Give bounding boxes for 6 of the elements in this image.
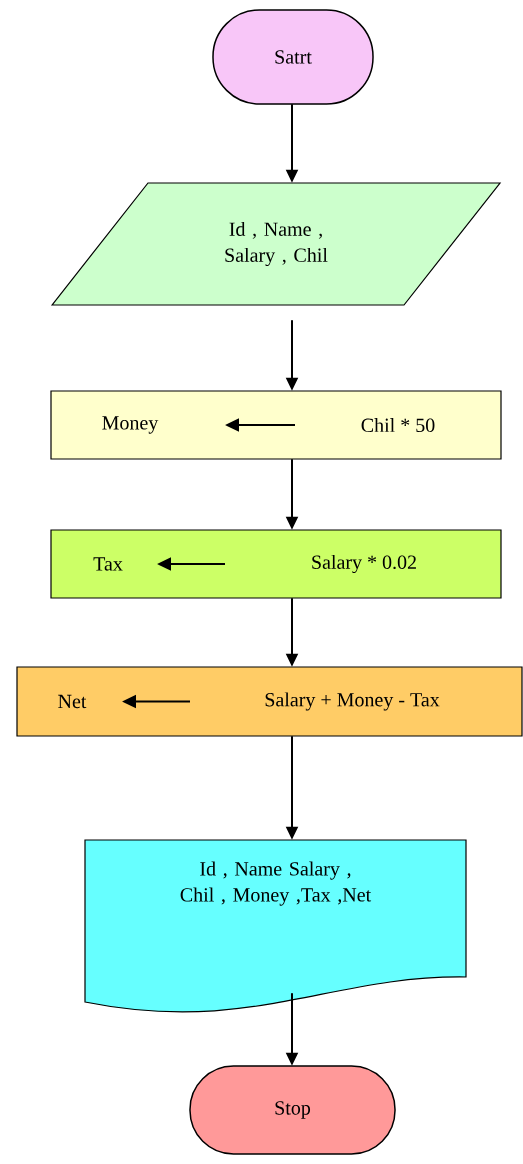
process-box: Money Chil * 50 [50,390,502,460]
process-box: Tax Salary * 0.02 [50,529,502,599]
stop-terminal: Stop [189,1065,396,1155]
start-terminal: Satrt [212,9,374,105]
output-document: Id , Name Salary , Chil , Money ,Tax ,Net [84,839,467,1013]
process-box: Net Salary + Money - Tax [16,666,523,737]
